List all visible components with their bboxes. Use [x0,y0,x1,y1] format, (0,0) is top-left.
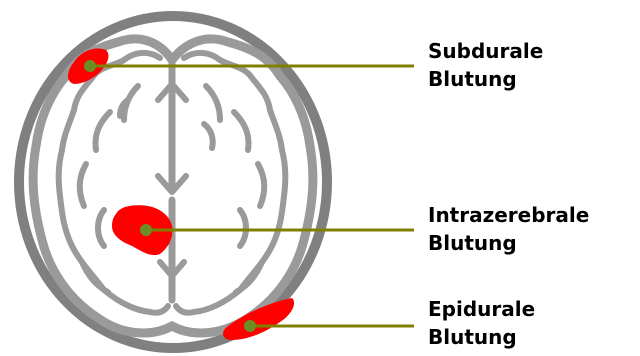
subdural-label: Subdurale Blutung [428,39,550,91]
epidural-marker-dot [244,320,256,332]
epidural-label: Epidurale Blutung [428,297,542,349]
subdural-label-line-1: Subdurale [428,39,543,63]
epidural-label-line-1: Epidurale [428,297,535,321]
subdural-marker-dot [84,60,96,72]
intracerebral-label: Intrazerebrale Blutung [428,203,596,255]
intracerebral-label-line-1: Intrazerebrale [428,203,589,227]
epidural-label-line-2: Blutung [428,325,517,349]
subdural-label-line-2: Blutung [428,67,517,91]
intracerebral-marker-dot [140,224,152,236]
intracerebral-label-line-2: Blutung [428,231,517,255]
